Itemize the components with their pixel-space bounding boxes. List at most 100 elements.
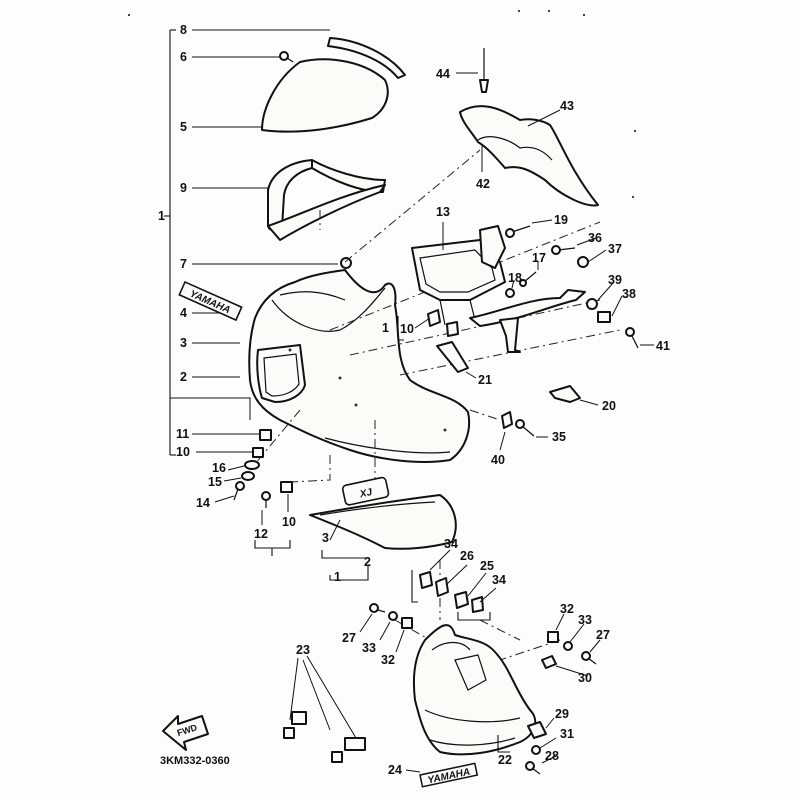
fairing-mount-holes (288, 348, 447, 432)
callout-44: 44 (436, 67, 450, 81)
diagram-code: 3KM332-0360 (160, 755, 230, 767)
side-badge-text: XJ (358, 487, 374, 501)
callout-10-mid: 10 (282, 515, 296, 529)
callout-19: 19 (554, 213, 568, 227)
upper-fairing (248, 269, 470, 463)
hardware-29-31-28 (525, 717, 557, 775)
callout-17: 17 (532, 251, 546, 265)
fairing-inner-edge (279, 291, 346, 301)
callout-3-lower: 3 (322, 531, 329, 545)
bracket-21 (436, 341, 469, 373)
callout-10-right: 10 (400, 322, 414, 336)
callout-33-left: 33 (362, 641, 376, 655)
callout-36: 36 (588, 231, 602, 245)
side-panel-stripe (319, 501, 436, 516)
hardware-39-38-41 (586, 282, 654, 349)
callout-27-right: 27 (596, 628, 610, 642)
upper-yamaha-emblem: YAMAHA (178, 280, 243, 322)
windscreen-seal-lower (267, 184, 386, 241)
lower-cowl-inner (424, 641, 521, 723)
callout-27-left: 27 (342, 631, 356, 645)
fairing-lower-skirt (324, 437, 451, 454)
hardware-35-40 (499, 411, 548, 451)
leader-21 (465, 371, 477, 379)
windscreen (261, 58, 389, 133)
callout-33-right: 33 (578, 613, 592, 627)
callout-42: 42 (476, 177, 490, 191)
xj-side-badge: XJ (341, 476, 390, 506)
hardware-19-36-37 (505, 219, 607, 268)
callout-32-left: 32 (381, 653, 395, 667)
callout-31: 31 (560, 727, 574, 741)
grommet-10-group (397, 309, 459, 341)
screen-trim-strip (327, 37, 406, 79)
callout-13: 13 (436, 205, 450, 219)
bracket-22 (497, 735, 510, 753)
callout-34-upper: 34 (444, 537, 458, 551)
group-1-bracket (164, 29, 176, 456)
callout-6: 6 (180, 50, 187, 64)
headlight-inner (263, 353, 300, 397)
leader-20 (579, 399, 599, 406)
callout-43: 43 (560, 99, 574, 113)
callout-2-lower: 2 (364, 555, 371, 569)
leader-24 (405, 769, 421, 773)
lower-clip-parts (411, 549, 497, 621)
callout-39: 39 (608, 273, 622, 287)
headlight-opening (256, 344, 306, 403)
stay-bracket-43 (459, 105, 599, 207)
fairing-stay-assembly (411, 225, 506, 326)
assembly-dash-lines (249, 149, 621, 661)
callout-32-right: 32 (560, 602, 574, 616)
callout-20: 20 (602, 399, 616, 413)
stay-bracket-inner (477, 136, 553, 161)
callout-10-left: 10 (176, 445, 190, 459)
callout-2: 2 (180, 370, 187, 384)
callout-1-lower: 1 (334, 570, 341, 584)
callout-7: 7 (180, 257, 187, 271)
callout-1-right: 1 (382, 321, 389, 335)
hardware-17-18 (505, 262, 539, 298)
bracket-1-2-3 (321, 550, 368, 559)
callout-21: 21 (478, 373, 492, 387)
callout-15: 15 (208, 475, 222, 489)
callout-3: 3 (180, 336, 187, 350)
bracket-38 (499, 317, 521, 353)
scan-specks (128, 10, 636, 198)
decal-23-group (283, 655, 366, 763)
callout-11: 11 (176, 427, 189, 441)
stay-rod (469, 289, 586, 327)
callout-26: 26 (460, 549, 474, 563)
lower-yamaha-emblem: YAMAHA (419, 762, 479, 788)
bracket-20 (549, 385, 581, 403)
callout-34-lower: 34 (492, 573, 506, 587)
callout-numbers: 8 6 5 9 1 7 4 3 2 11 10 16 15 14 12 10 4… (158, 23, 670, 777)
callout-41: 41 (656, 339, 670, 353)
callout-4: 4 (180, 306, 187, 320)
callout-29: 29 (555, 707, 569, 721)
callout-1: 1 (158, 209, 165, 223)
callout-38: 38 (622, 287, 636, 301)
callout-22: 22 (498, 753, 512, 767)
callout-23: 23 (296, 643, 310, 657)
callout-40: 40 (491, 453, 505, 467)
callout-28: 28 (545, 749, 559, 763)
callout-5: 5 (180, 120, 187, 134)
callout-12: 12 (254, 527, 268, 541)
left-leaders (170, 29, 338, 453)
callout-16: 16 (212, 461, 226, 475)
lower-cowl (412, 624, 537, 756)
callout-14: 14 (196, 496, 210, 510)
callout-18: 18 (508, 271, 522, 285)
leader-43 (527, 109, 561, 127)
fwd-arrow-icon: FWD (162, 715, 209, 751)
lower-cowl-edge (429, 737, 516, 746)
callout-9: 9 (180, 181, 187, 195)
screen-screw-icon (279, 51, 294, 63)
hardware-32-33-27-30-right (541, 613, 601, 677)
hardware-27-33-32-left (359, 603, 413, 653)
bracket-lower-1 (329, 566, 369, 581)
small-parts-left (214, 429, 293, 556)
